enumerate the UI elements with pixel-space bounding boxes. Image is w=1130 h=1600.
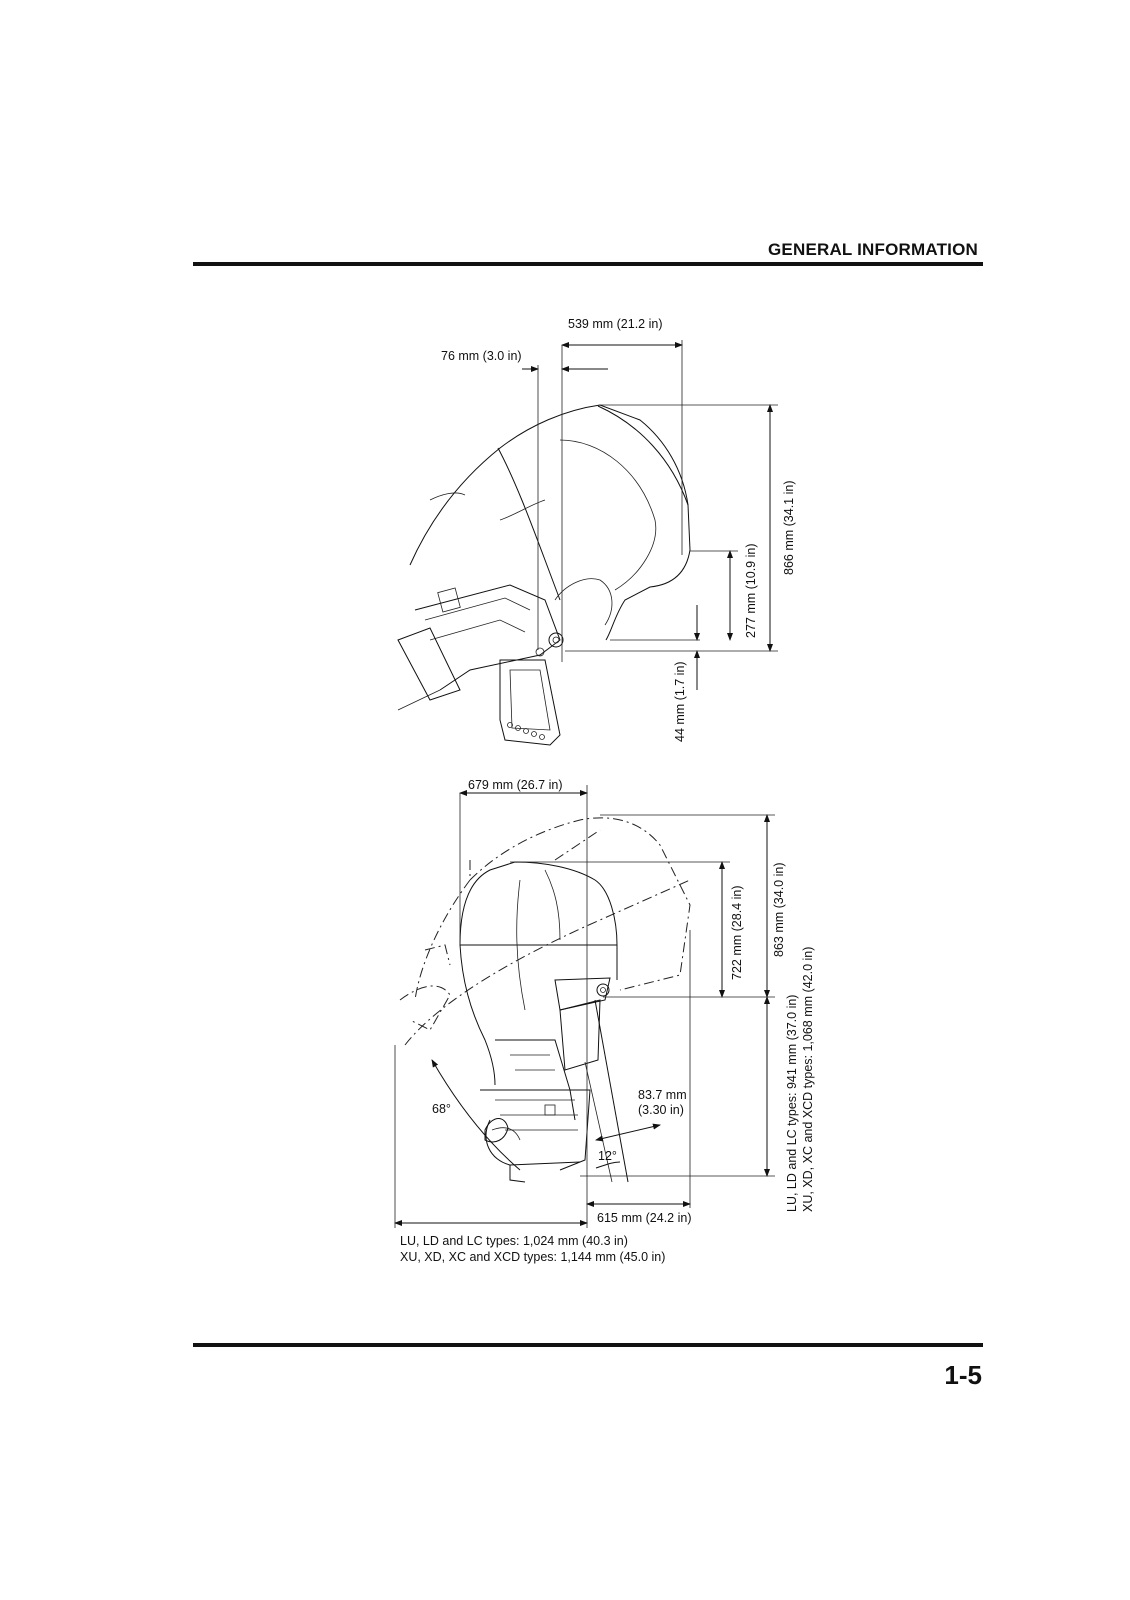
- dim-width-type-label-1: LU, LD and LC types: 1,024 mm (40.3 in): [400, 1234, 628, 1248]
- page-number: 1-5: [944, 1360, 982, 1390]
- angle-12-label: 12°: [598, 1149, 617, 1163]
- dim-76-label: 76 mm (3.0 in): [441, 349, 522, 363]
- dim-44-label: 44 mm (1.7 in): [673, 661, 687, 742]
- dim-863-label: 863 mm (34.0 in): [772, 863, 786, 957]
- dim-lower-type-label-2: XU, XD, XC and XCD types: 1,068 mm (42.0…: [801, 947, 815, 1212]
- angle-68-label: 68°: [432, 1102, 451, 1116]
- section-title: GENERAL INFORMATION: [768, 240, 978, 259]
- dim-width-type-label-2: XU, XD, XC and XCD types: 1,144 mm (45.0…: [400, 1250, 665, 1264]
- dim-615-label: 615 mm (24.2 in): [597, 1211, 691, 1225]
- dim-722-label: 722 mm (28.4 in): [730, 886, 744, 980]
- dim-539-label: 539 mm (21.2 in): [568, 317, 662, 331]
- dim-277-label: 277 mm (10.9 in): [744, 544, 758, 638]
- dim-866-label: 866 mm (34.1 in): [782, 481, 796, 575]
- footer-rule: [193, 1343, 983, 1347]
- dim-lower-type-label-1: LU, LD and LC types: 941 mm (37.0 in): [785, 995, 799, 1212]
- upright-engine-drawing: [394, 785, 775, 1228]
- dim-83-label-line1: 83.7 mm: [638, 1088, 687, 1102]
- header-rule: [193, 262, 983, 266]
- dim-679-label: 679 mm (26.7 in): [468, 778, 562, 792]
- tilted-engine-drawing: [397, 340, 778, 746]
- dim-83-label-line2: (3.30 in): [638, 1103, 684, 1117]
